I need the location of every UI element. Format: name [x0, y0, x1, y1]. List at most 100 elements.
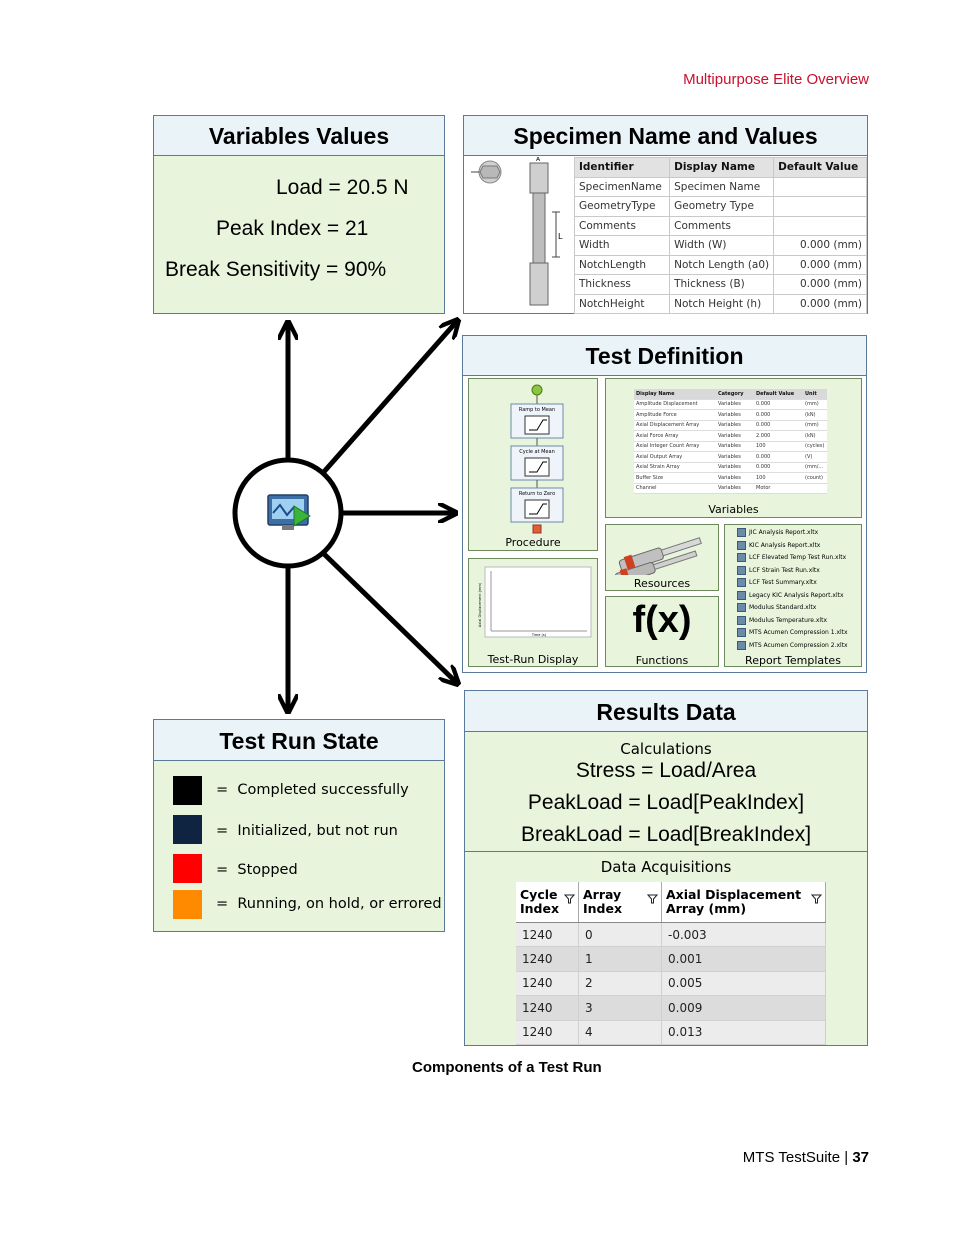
functions-label: Functions: [635, 654, 689, 667]
results-data-panel: Results Data Calculations Stress = Load/…: [464, 690, 868, 1046]
test-definition-panel: Test Definition Ramp to Mean Cycle at Me…: [462, 335, 867, 673]
list-item[interactable]: JIC Analysis Report.xltx: [737, 527, 848, 540]
results-divider: [465, 851, 867, 852]
report-file-icon: [737, 578, 746, 587]
col-identifier: Identifier: [573, 157, 671, 178]
footer-page-number: 37: [852, 1149, 869, 1166]
figure-caption: Components of a Test Run: [412, 1059, 602, 1076]
list-item[interactable]: MTS Acumen Compression 1.xltx: [737, 627, 848, 640]
state-swatch-completed: [173, 776, 202, 805]
resources-pane[interactable]: Resources: [605, 524, 719, 591]
arrow-to-results: [320, 550, 458, 684]
specimen-table-header: Identifier Display Name Default Value: [573, 157, 867, 178]
report-templates-list: JIC Analysis Report.xltx KIC Analysis Re…: [737, 527, 848, 652]
filter-icon: [564, 894, 575, 904]
report-file-icon: [737, 640, 746, 650]
test-definition-title: Test Definition: [463, 336, 866, 376]
report-file-icon: [737, 565, 746, 575]
report-file-icon: [737, 590, 746, 600]
state-swatch-running: [173, 890, 202, 919]
test-run-state-panel: Test Run State = Completed successfully …: [153, 719, 445, 932]
procedure-pane[interactable]: Ramp to Mean Cycle at Mean Return to Zer…: [468, 378, 598, 551]
step-return: Return to Zero: [519, 491, 555, 497]
formula-peakload: PeakLoad = Load[PeakIndex]: [527, 791, 805, 814]
procedure-flow: Ramp to Mean Cycle at Mean Return to Zer…: [510, 384, 564, 534]
list-item[interactable]: Modulus Temperature.xltx: [737, 615, 848, 628]
specimen-title: Specimen Name and Values: [464, 116, 867, 156]
report-templates-pane[interactable]: JIC Analysis Report.xltx KIC Analysis Re…: [724, 524, 862, 667]
report-templates-label: Report Templates: [745, 654, 841, 667]
specimen-panel: Specimen Name and Values L A Identifier …: [463, 115, 868, 314]
specimen-table: Identifier Display Name Default Value Sp…: [573, 157, 867, 314]
footer-product: MTS TestSuite: [742, 1149, 841, 1166]
state-swatch-stopped: [173, 854, 202, 883]
list-item[interactable]: LCF Elevated Temp Test Run.xltx: [737, 552, 848, 565]
state-label-running: = Running, on hold, or errored: [216, 896, 442, 912]
variable-load: Load = 20.5 N: [276, 176, 409, 199]
state-label-completed: = Completed successfully: [216, 782, 409, 798]
calculations-label: Calculations: [620, 740, 712, 758]
results-data-title: Results Data: [465, 691, 867, 732]
report-file-icon: [737, 528, 746, 537]
list-item[interactable]: KIC Analysis Report.xltx: [737, 540, 848, 553]
procedure-label: Procedure: [505, 536, 561, 549]
report-file-icon: [737, 540, 746, 550]
state-swatch-initialized: [173, 815, 202, 844]
variable-break-sensitivity: Break Sensitivity = 90%: [165, 258, 387, 281]
drawing-label-l: L: [558, 232, 563, 241]
functions-pane[interactable]: f(x) Functions: [605, 596, 719, 667]
test-run-state-title: Test Run State: [154, 720, 444, 761]
section-header: Multipurpose Elite Overview: [683, 71, 869, 88]
state-label-stopped: = Stopped: [216, 862, 298, 878]
variables-label: Variables: [708, 503, 759, 516]
list-item[interactable]: LCF Strain Test Run.xltx: [737, 565, 848, 578]
list-item[interactable]: LCF Test Summary.xltx: [737, 577, 848, 590]
variables-values-panel: Variables Values Load = 20.5 N Peak Inde…: [153, 115, 445, 314]
formula-stress: Stress = Load/Area: [575, 759, 757, 782]
step-cycle: Cycle at Mean: [519, 449, 555, 455]
footer-separator: |: [844, 1149, 849, 1166]
test-run-display-plot: Axial Displacement (mm) Time (s): [478, 566, 592, 638]
functions-symbol: f(x): [632, 599, 692, 641]
step-ramp: Ramp to Mean: [519, 407, 555, 413]
list-item[interactable]: Legacy KIC Analysis Report.xltx: [737, 590, 848, 603]
filter-icon: [647, 894, 658, 904]
list-item[interactable]: Modulus Standard.xltx: [737, 602, 848, 615]
test-run-display-label: Test-Run Display: [487, 653, 579, 666]
formula-breakload: BreakLoad = Load[BreakIndex]: [520, 823, 812, 846]
page-footer: MTS TestSuite | 37: [743, 1149, 869, 1166]
filter-icon: [811, 894, 822, 904]
variables-values-title: Variables Values: [154, 116, 444, 156]
test-run-display-pane[interactable]: Axial Displacement (mm) Time (s) Test-Ru…: [468, 558, 598, 667]
report-file-icon: [737, 628, 746, 637]
col-default-value: Default Value: [773, 157, 867, 178]
arrow-to-specimen: [320, 320, 458, 476]
col-display-name: Display Name: [669, 157, 775, 178]
list-item[interactable]: MTS Acumen Compression 2.xltx: [737, 640, 848, 653]
report-file-icon: [737, 553, 746, 562]
specimen-drawing: L A: [471, 157, 563, 306]
resources-label: Resources: [633, 577, 691, 590]
drawing-label-a: A: [536, 157, 541, 163]
actuator-image: [614, 537, 702, 575]
